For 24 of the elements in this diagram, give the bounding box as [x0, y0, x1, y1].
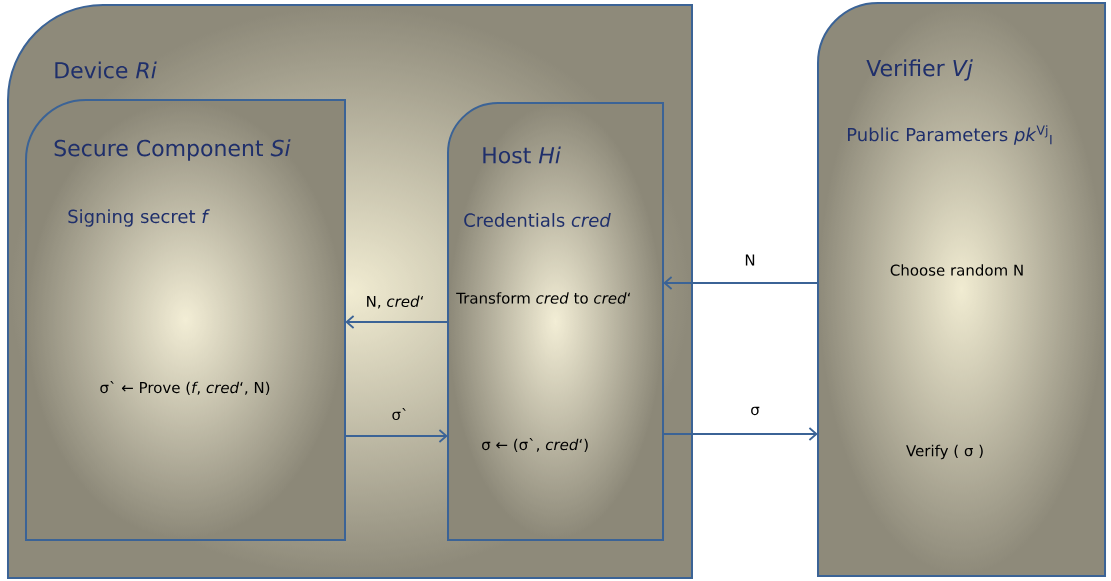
edge-label: σ: [751, 406, 760, 416]
box-subheading: Credentials cred: [464, 213, 611, 227]
edge-label: N, cred‘: [367, 295, 424, 309]
box-heading: Host Hi: [483, 146, 561, 164]
edge-label: σ`: [392, 407, 406, 421]
arrow: [344, 429, 448, 443]
arrow: [663, 276, 819, 290]
formula-text: Transform cred to cred‘: [456, 292, 631, 304]
arrow: [662, 427, 818, 441]
rounded-box: [7, 4, 693, 579]
box-heading: Device Ri: [55, 61, 157, 79]
box-subheading: Signing secret f: [68, 209, 210, 227]
formula-text: Verify ( σ ): [906, 444, 983, 460]
box-subheading: Public Parameters pk$^{Vj}$I: [848, 125, 1052, 145]
formula-text: Choose random N: [890, 264, 1023, 276]
rounded-box: [25, 99, 346, 541]
rounded-box: [817, 2, 1106, 577]
rounded-box: [447, 102, 664, 541]
formula-text: σ ← (σ`, cred‘): [482, 438, 588, 452]
edge-label: N: [745, 254, 755, 266]
box-heading: Secure Component Si: [54, 139, 291, 161]
arrow: [345, 315, 449, 329]
box-heading: Verifier Vj: [866, 59, 973, 81]
formula-text: σ` ← Prove (f, cred‘, N): [100, 381, 270, 395]
